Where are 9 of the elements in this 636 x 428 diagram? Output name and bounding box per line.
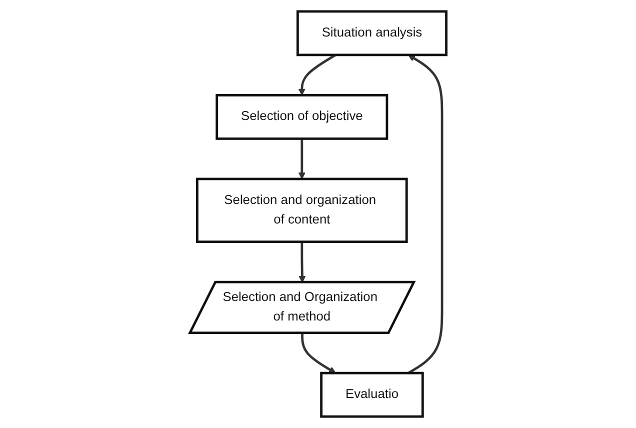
node-box: Situation analysis (296, 10, 448, 56)
arrow (300, 333, 336, 374)
arrow (408, 54, 444, 374)
arrow (298, 242, 306, 283)
arrow (298, 54, 336, 96)
node-box: Selection of objective (216, 94, 388, 140)
node-box: Selection and organization of content (196, 178, 408, 243)
arrow (298, 138, 306, 180)
node-box: Evaluatio (320, 372, 424, 418)
